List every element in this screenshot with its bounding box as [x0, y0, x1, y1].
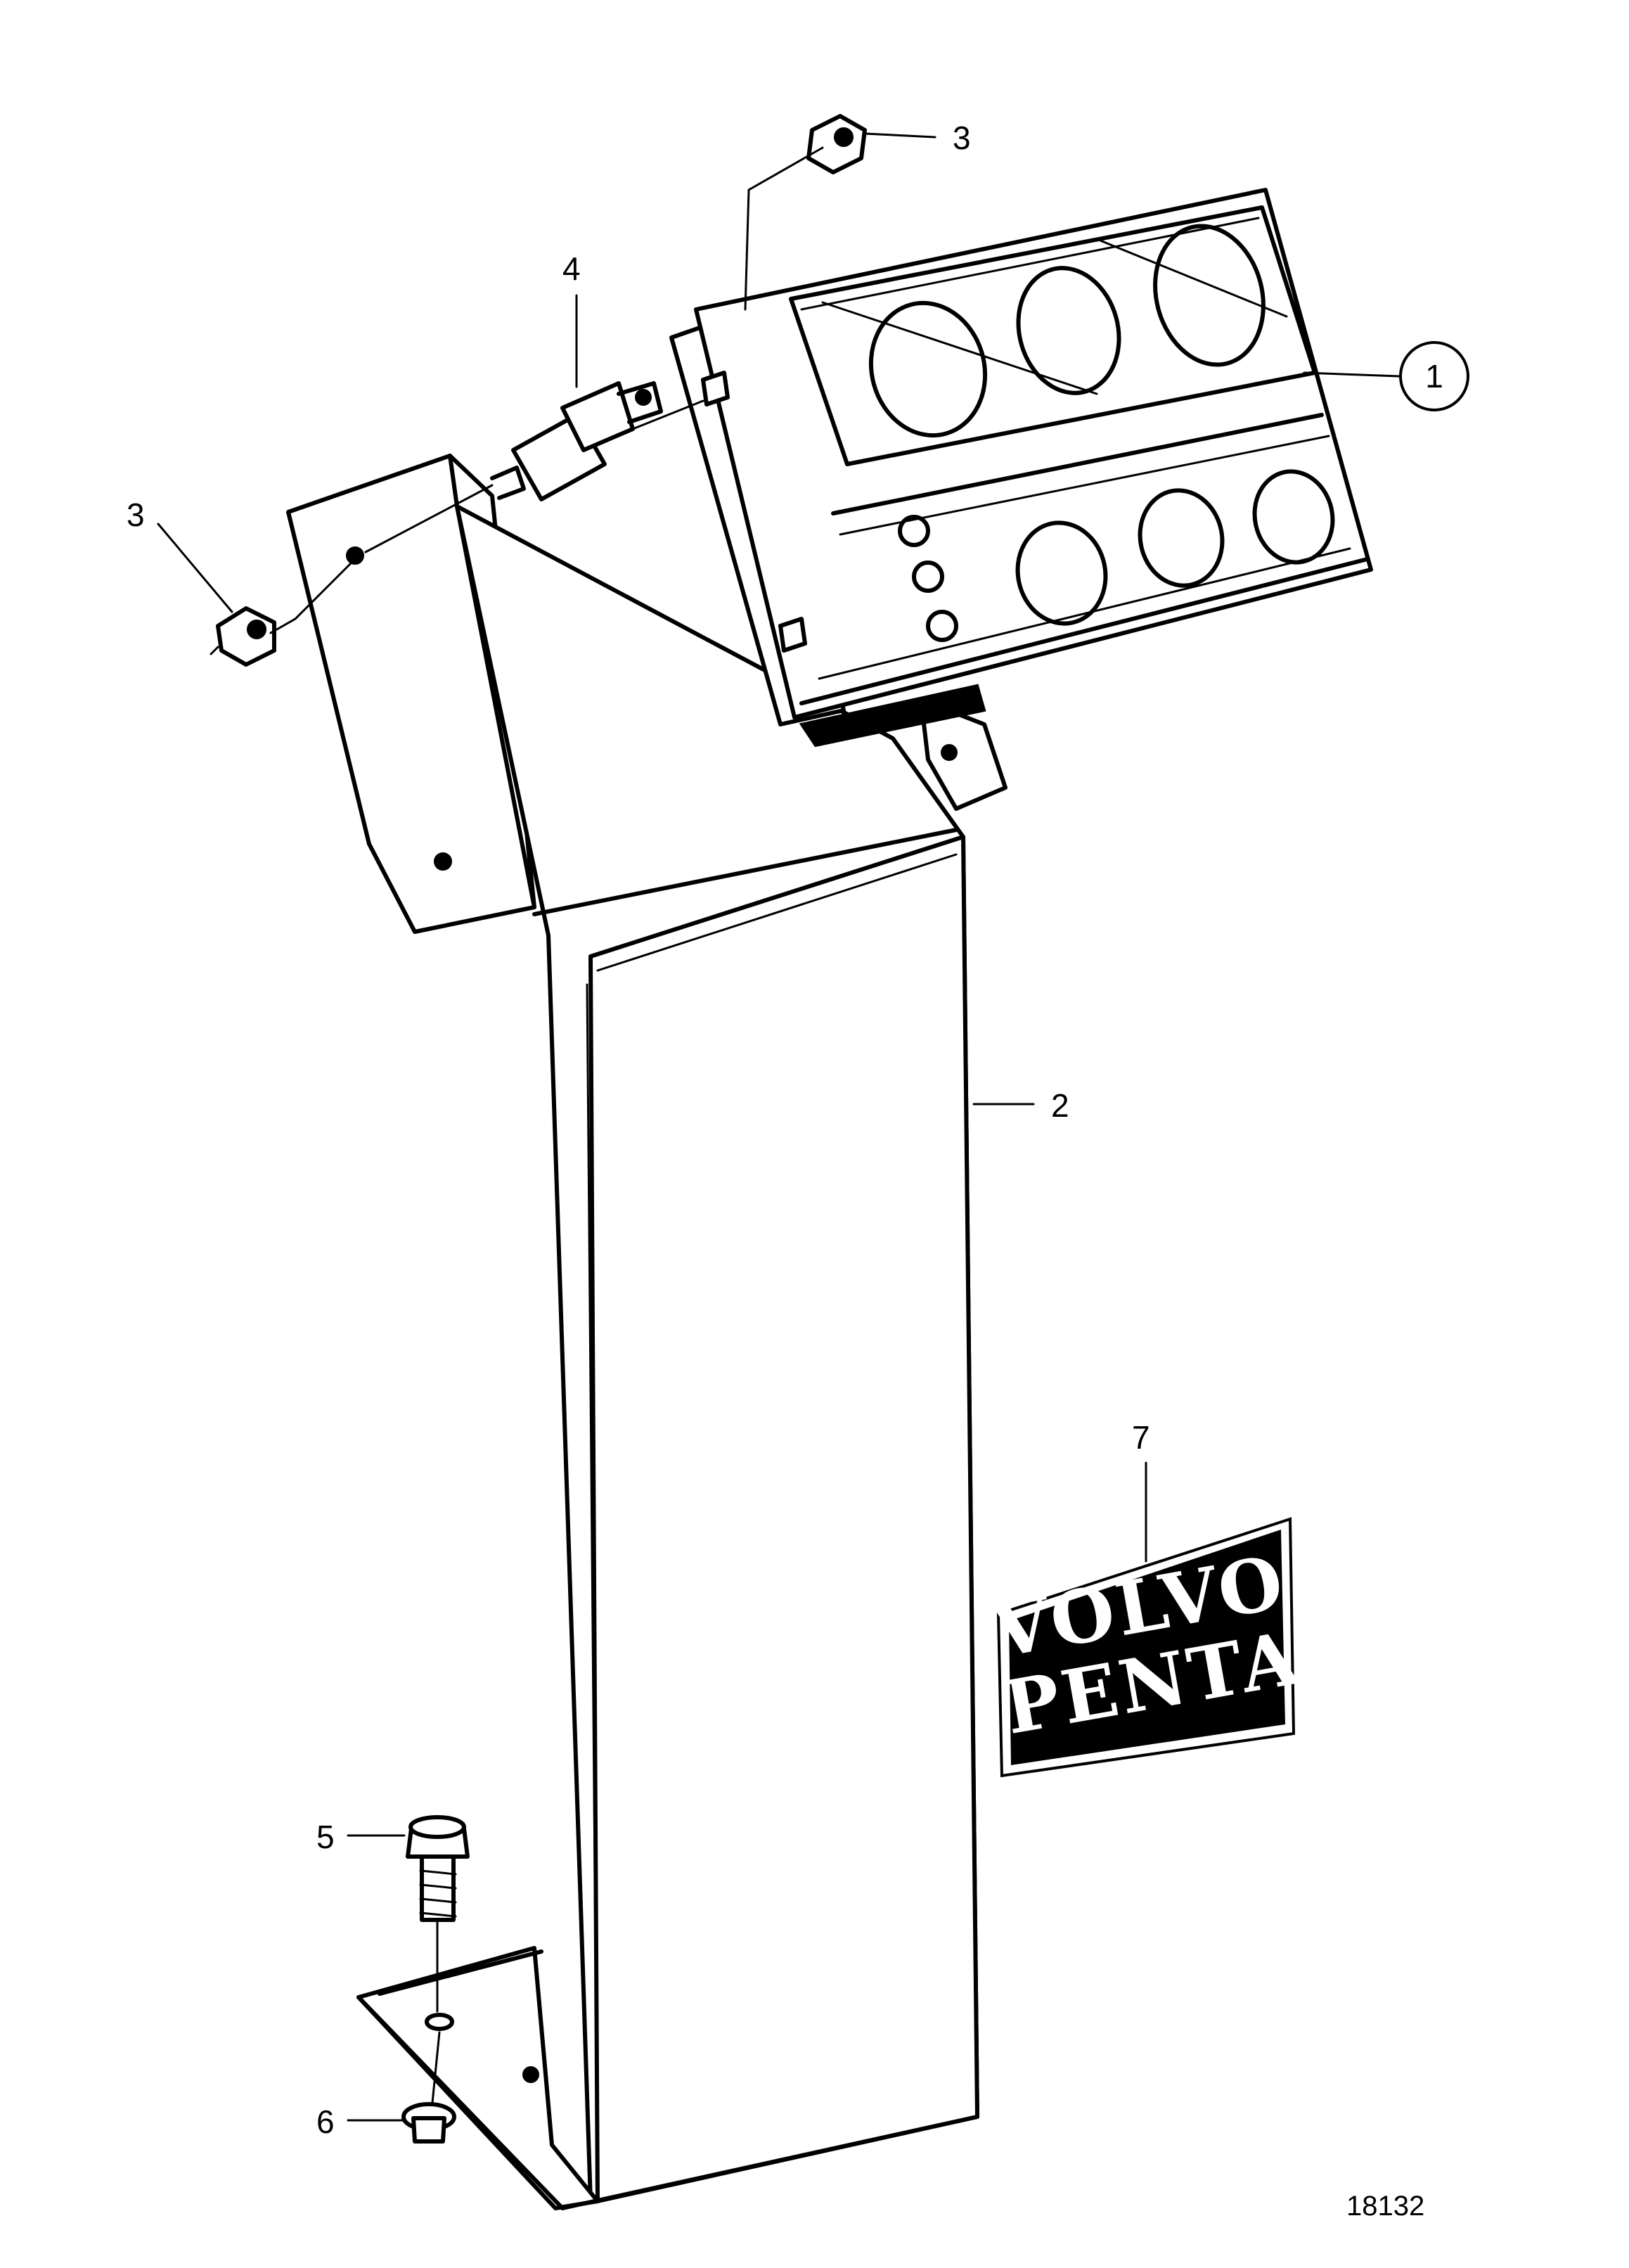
figure-number: 18132: [1346, 2191, 1424, 2222]
leader-lines: [157, 132, 1401, 2122]
instrument-stand: [286, 454, 1007, 2210]
callout-2-label: 2: [1051, 1087, 1069, 1124]
callout-1: 1: [1399, 341, 1469, 411]
bolt: [406, 1815, 470, 1922]
volvo-penta-decal: VOLVO PENTA: [986, 1517, 1307, 1778]
callout-1-label: 1: [1425, 358, 1443, 395]
callout-3-top-label: 3: [953, 120, 971, 156]
callout-6-label: 6: [316, 2103, 335, 2140]
callout-3-left-label: 3: [127, 496, 145, 533]
flange-nut: [401, 2102, 456, 2144]
nut-left: [216, 606, 276, 667]
callout-7-label: 7: [1132, 1419, 1150, 1456]
stud: [490, 381, 663, 501]
callout-5-label: 5: [316, 1819, 335, 1855]
instrument-panel: [669, 188, 1373, 748]
callout-4-label: 4: [562, 250, 581, 287]
nut-top: [806, 114, 867, 174]
